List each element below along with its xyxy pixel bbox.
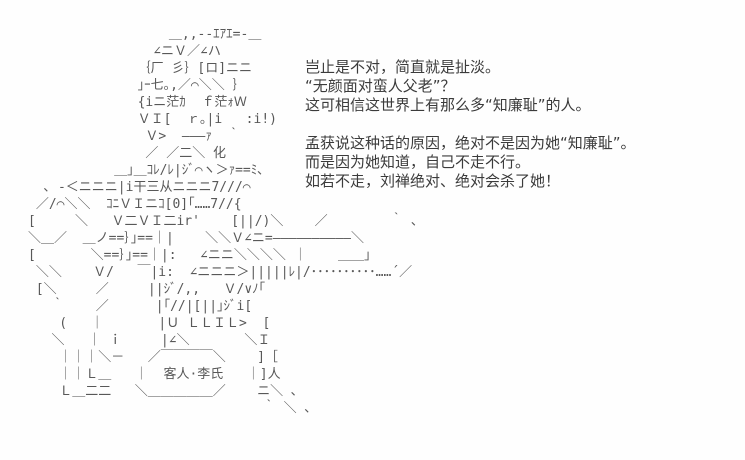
ascii-art-character: ＿,,--ｴｱｴ=-＿ ∠ニＶ／∠ハ ｛厂 彡｝[ロ]ニニ ｣ｰ七｡,／⌒＼＼ … — [28, 27, 418, 416]
dialogue-text: 岂止是不对，简直就是扯淡。 “无颜面对蛮人父老”？ 这可相信这世界上有那么多“知… — [305, 58, 636, 190]
